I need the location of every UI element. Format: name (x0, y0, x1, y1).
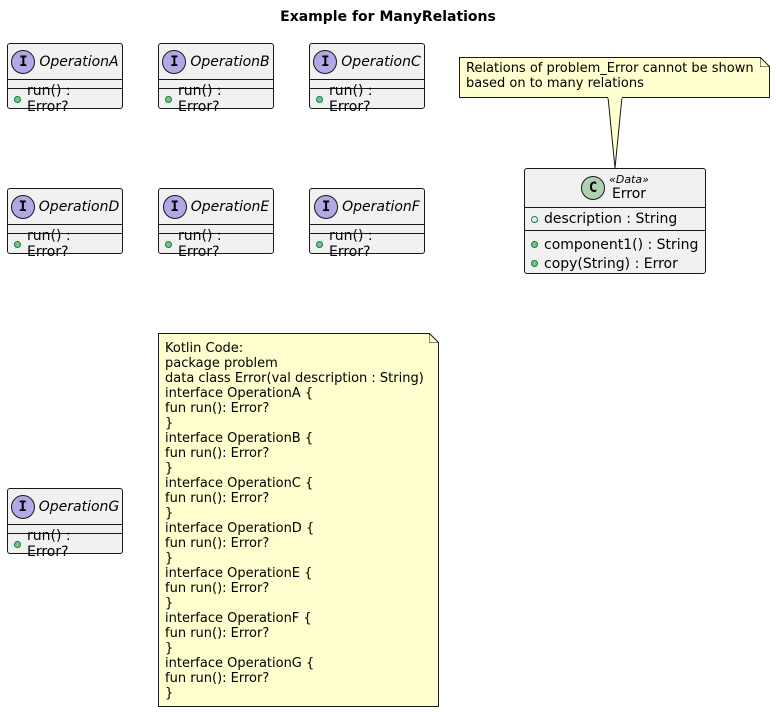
interface-name: OperationE (190, 198, 270, 215)
note-fold-icon (760, 57, 770, 67)
code-line: } (165, 686, 174, 701)
code-line: } (165, 641, 174, 656)
code-line: fun run(): Error? (165, 581, 270, 596)
public-visibility-icon (14, 540, 21, 548)
diagram-title: Example for ManyRelations (280, 9, 496, 25)
code-line: Kotlin Code: (165, 341, 244, 356)
interface-icon: I (162, 49, 187, 74)
interface-icon: I (162, 194, 187, 219)
interface-name: OperationB (190, 53, 270, 70)
interface-name: OperationG (38, 498, 120, 515)
public-visibility-icon (316, 95, 323, 103)
interface-icon: I (10, 494, 35, 519)
field-visibility-icon (531, 215, 538, 223)
code-line: data class Error(val description : Strin… (165, 371, 424, 386)
public-visibility-icon (165, 240, 172, 248)
code-line: } (165, 506, 174, 521)
code-line: interface OperationF { (165, 611, 312, 626)
public-visibility-icon (14, 95, 21, 103)
code-line: } (165, 551, 174, 566)
note-relations[interactable]: Relations of problem_Error cannot be sho… (459, 57, 770, 98)
code-line: interface OperationB { (165, 431, 314, 446)
public-visibility-icon (531, 260, 538, 267)
class-stereotype: «Data» (609, 173, 649, 186)
interface-name: OperationF (342, 198, 420, 215)
code-line: fun run(): Error? (165, 626, 270, 641)
code-line: fun run(): Error? (165, 536, 270, 551)
code-line: fun run(): Error? (165, 446, 270, 461)
code-line: interface OperationA { (165, 386, 314, 401)
code-line: fun run(): Error? (165, 671, 270, 686)
code-line: interface OperationG { (165, 656, 315, 671)
class-method: copy(String) : Error (544, 255, 678, 272)
code-line: interface OperationD { (165, 521, 315, 536)
interface-method: run() : Error? (178, 228, 222, 260)
interface-name: OperationC (341, 53, 421, 70)
interface-method: run() : Error? (27, 528, 71, 560)
note-connector (607, 97, 623, 169)
public-visibility-icon (316, 240, 323, 248)
interface-icon: I (10, 194, 35, 219)
code-line: } (165, 461, 174, 476)
public-visibility-icon (165, 95, 172, 103)
code-line: interface OperationC { (165, 476, 314, 491)
interface-method: run() : Error? (27, 83, 71, 115)
code-line: fun run(): Error? (165, 491, 270, 506)
interface-icon: I (314, 194, 339, 219)
code-lines: Kotlin Code: package problem data class … (165, 341, 432, 701)
interface-icon: I (11, 49, 36, 74)
public-visibility-icon (14, 240, 21, 248)
note-line: Relations of problem_Error cannot be sho… (466, 61, 754, 76)
code-line: } (165, 596, 174, 611)
public-visibility-icon (531, 241, 538, 248)
class-name: Error (611, 186, 647, 202)
interface-icon: I (313, 49, 338, 74)
interface-name: OperationA (39, 53, 119, 70)
interface-method: run() : Error? (27, 228, 71, 260)
interface-method: run() : Error? (329, 83, 373, 115)
class-field: description : String (544, 211, 678, 227)
class-error[interactable]: C «Data» Error description : String comp… (524, 168, 706, 274)
interface-name: OperationD (38, 198, 120, 215)
code-line: package problem (165, 356, 278, 371)
interface-method: run() : Error? (178, 83, 222, 115)
code-line: } (165, 416, 174, 431)
code-line: fun run(): Error? (165, 401, 270, 416)
note-kotlin-code[interactable]: Kotlin Code: package problem data class … (158, 333, 439, 707)
class-method: component1() : String (544, 236, 699, 253)
note-fold-icon (429, 333, 439, 343)
class-icon: C (581, 176, 606, 200)
code-line: interface OperationE { (165, 566, 313, 581)
note-line: based on to many relations (466, 76, 644, 91)
interface-method: run() : Error? (329, 228, 373, 260)
